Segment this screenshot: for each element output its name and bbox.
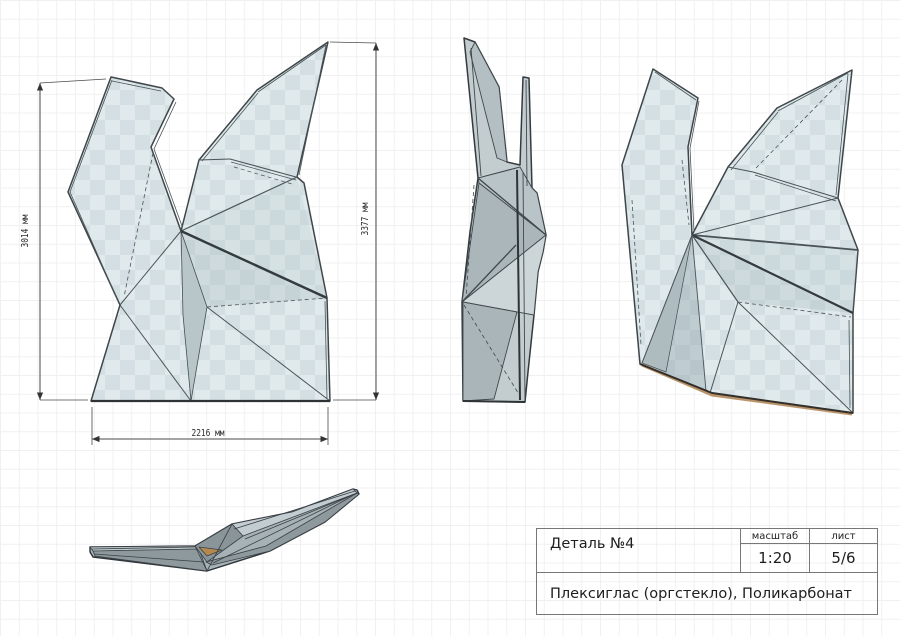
scale-label: масштаб: [741, 529, 809, 544]
sheet-value: 5/6: [831, 549, 856, 567]
sheet-label: лист: [810, 529, 877, 544]
side-view: [461, 37, 547, 403]
front-view: [67, 41, 331, 403]
scale-value: 1:20: [758, 549, 792, 567]
material: Плексиглас (оргстекло), Поликарбонат: [550, 586, 853, 602]
dimension-bottom: 2216 мм: [91, 407, 329, 445]
side-facets: [461, 41, 547, 403]
dimension-left: 3014 мм: [20, 78, 107, 401]
dim-left-label: 3014 мм: [20, 214, 31, 247]
dim-right-label: 3377 мм: [360, 202, 371, 235]
part-name: Деталь №4: [537, 529, 741, 572]
top-view: [89, 488, 360, 572]
front-facets: [69, 44, 331, 403]
scale-cell: масштаб 1:20: [741, 529, 809, 572]
top-facets: [89, 488, 360, 572]
title-block-top-row: Деталь №4 масштаб 1:20 лист 5/6: [537, 529, 877, 573]
right-view: [621, 68, 859, 416]
sheet-cell: лист 5/6: [809, 529, 877, 572]
right-facets: [631, 71, 859, 416]
title-block: Деталь №4 масштаб 1:20 лист 5/6 Плексигл…: [536, 528, 878, 615]
dimension-right: 3377 мм: [329, 41, 380, 401]
dim-bottom-label: 2216 мм: [192, 428, 225, 439]
